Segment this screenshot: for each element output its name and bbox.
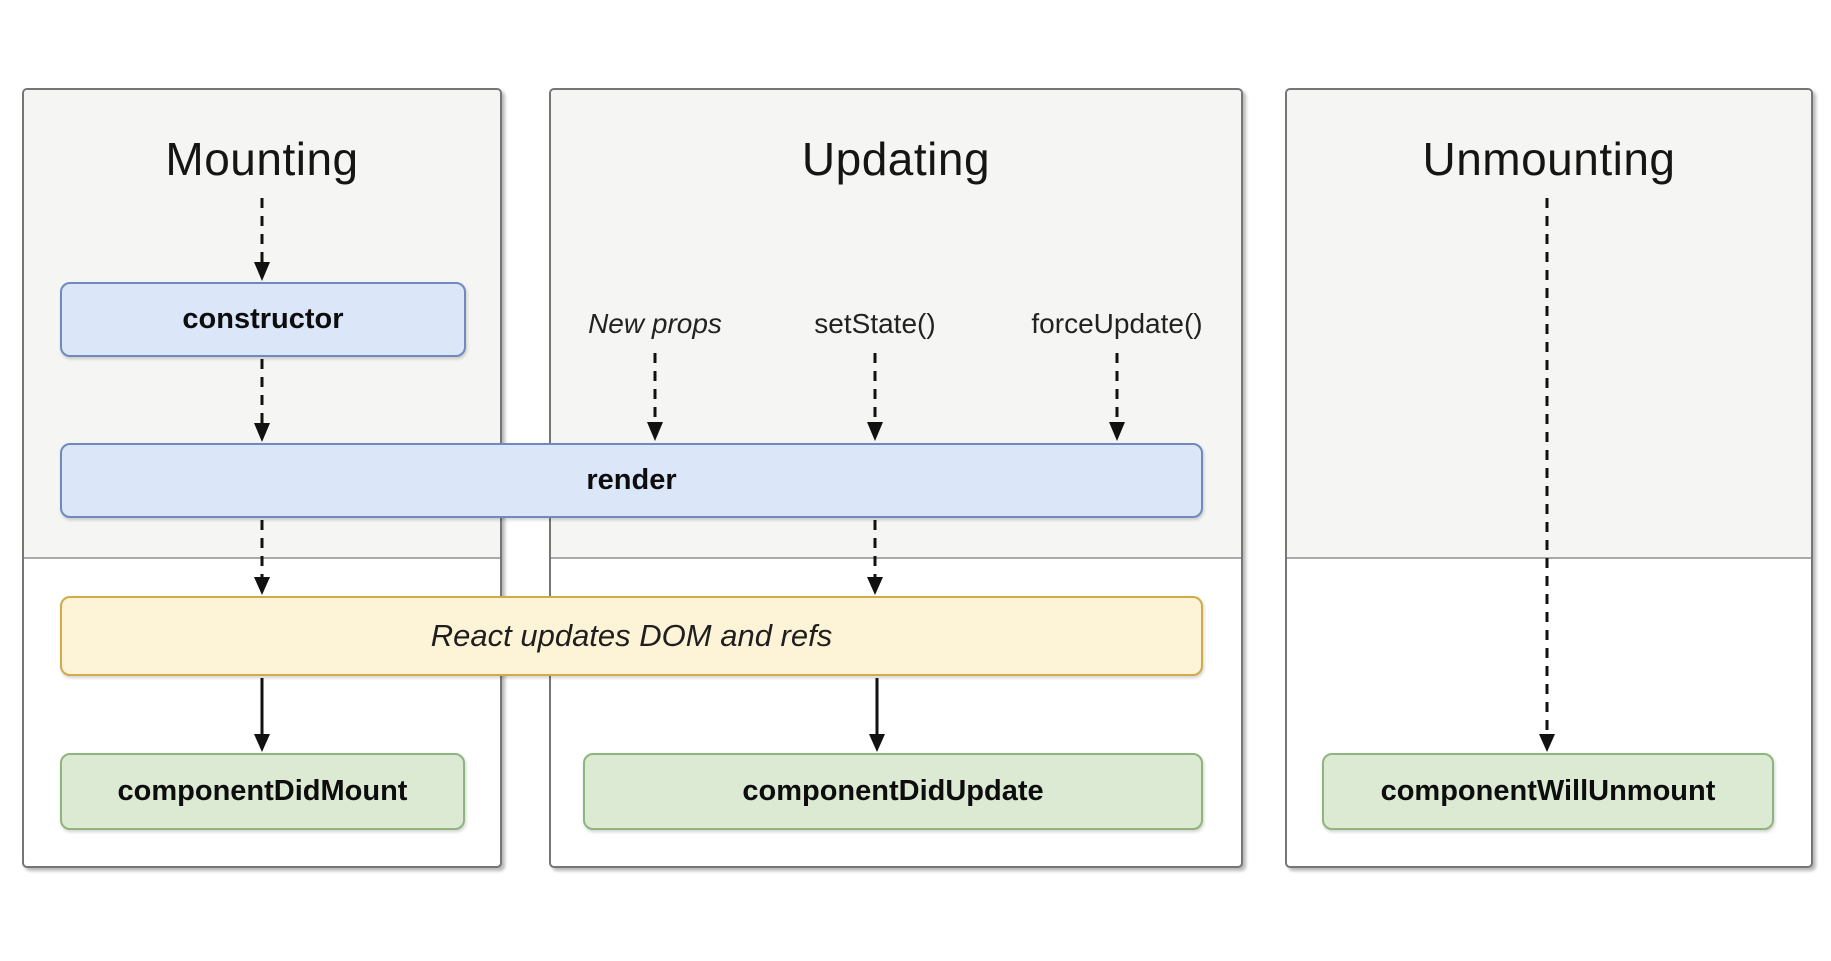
panel-unmounting-render-phase-background [1287,90,1811,559]
node-render: render [60,443,1203,518]
panel-unmounting: Unmounting [1285,88,1813,868]
node-constructor: constructor [60,282,466,357]
node-component-did-mount: componentDidMount [60,753,465,830]
panel-title-updating: Updating [801,133,991,185]
node-component-did-update: componentDidUpdate [583,753,1203,830]
panel-title-mounting: Mounting [165,133,359,185]
node-component-will-unmount: componentWillUnmount [1322,753,1774,830]
trigger-label-set-state: setState() [814,308,936,339]
panel-title-unmounting: Unmounting [1422,133,1676,185]
node-react-updates-dom-and-refs: React updates DOM and refs [60,596,1203,676]
trigger-label-force-update: forceUpdate() [1031,308,1203,339]
trigger-label-new-props: New props [588,308,722,339]
